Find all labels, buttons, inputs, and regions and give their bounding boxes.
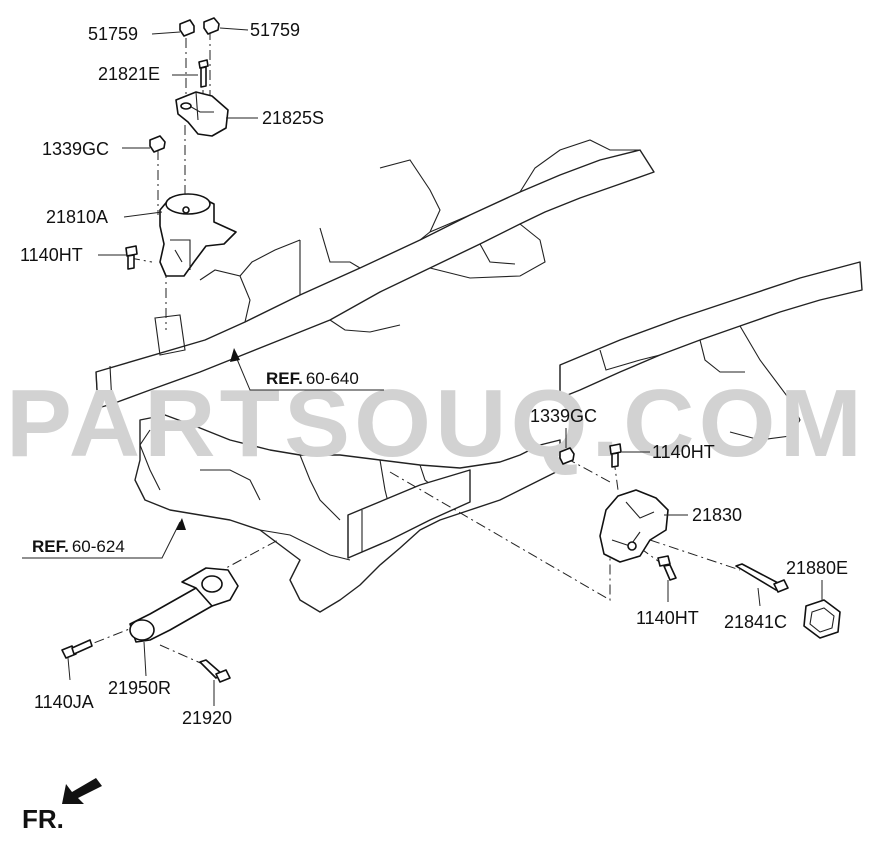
roll-rod-21950R-part [129, 567, 239, 643]
label-21810A[interactable]: 21810A [46, 207, 108, 227]
front-indicator: FR. [22, 804, 64, 834]
ref-arrow-60-640 [230, 348, 240, 362]
label-1339GC-right[interactable]: 1339GC [530, 406, 597, 426]
watermark: PARTSOUQ.COM [6, 370, 866, 477]
nut-51759-right-part [203, 17, 220, 35]
front-arrow-icon [62, 778, 102, 804]
ref-60-640-prefix: REF. [266, 369, 303, 388]
bolt-21821E-part [198, 59, 209, 88]
label-21841C[interactable]: 21841C [724, 612, 787, 632]
ref-60-624[interactable]: REF.60-624 [32, 537, 125, 556]
label-21880E[interactable]: 21880E [786, 558, 848, 578]
bolt-21920-part [199, 659, 231, 683]
label-1339GC-top[interactable]: 1339GC [42, 139, 109, 159]
label-1140HT-lower[interactable]: 1140HT [636, 608, 699, 628]
label-51759-left[interactable]: 51759 [88, 24, 138, 44]
ref-60-640[interactable]: REF.60-640 [266, 369, 359, 388]
engine-mount-21810A-part [159, 193, 237, 277]
vehicle-frame [95, 139, 863, 613]
bolt-1140HT-lower-part [657, 555, 677, 581]
transmission-mount-21830-part [599, 489, 669, 563]
label-1140HT-left[interactable]: 1140HT [20, 245, 83, 265]
label-21830[interactable]: 21830 [692, 505, 742, 525]
label-1140JA[interactable]: 1140JA [34, 692, 94, 712]
bolt-1140JA-part [61, 639, 93, 659]
ref-arrow-60-624 [176, 518, 186, 530]
leader-lines [22, 27, 823, 706]
label-21821E[interactable]: 21821E [98, 64, 160, 84]
ref-60-624-number: 60-624 [72, 537, 125, 556]
label-1140HT-right[interactable]: 1140HT [652, 442, 715, 462]
bolt-21841C-part [735, 563, 789, 593]
bolt-1140HT-right-part [609, 443, 622, 468]
bracket-21825S-part [175, 91, 229, 137]
nut-1339GC-right-part [559, 447, 575, 465]
label-21825S[interactable]: 21825S [262, 108, 324, 128]
nut-51759-left-part [179, 19, 195, 37]
label-21950R[interactable]: 21950R [108, 678, 171, 698]
cover-21880E-part [803, 599, 841, 639]
ref-60-640-number: 60-640 [306, 369, 359, 388]
label-21920[interactable]: 21920 [182, 708, 232, 728]
ref-60-624-prefix: REF. [32, 537, 69, 556]
label-51759-right[interactable]: 51759 [250, 20, 300, 40]
nut-1339GC-top-part [149, 135, 166, 153]
bolt-1140HT-left-part [125, 245, 138, 270]
